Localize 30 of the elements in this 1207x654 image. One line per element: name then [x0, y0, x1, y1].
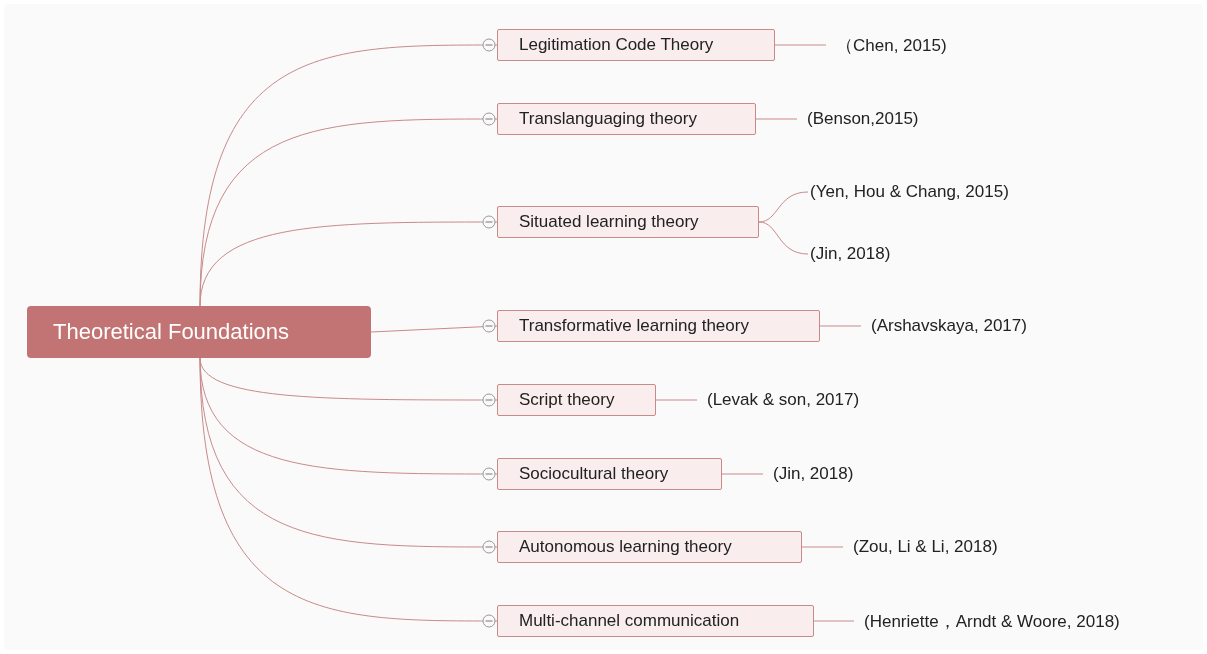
topic-box: Multi-channel communication [497, 605, 814, 637]
connector-line [758, 191, 809, 223]
citation-text: （Chen, 2015) [836, 33, 986, 57]
citation-text: (Jin, 2018) [810, 242, 920, 266]
connector-line [370, 325, 498, 333]
connector-line [199, 221, 498, 307]
central-topic-box: Theoretical Foundations [27, 306, 371, 358]
connector-line [655, 399, 698, 401]
connector-line [721, 473, 764, 475]
topic-box: Script theory [497, 384, 656, 416]
connector-line [813, 620, 855, 622]
citation-text: (Arshavskaya, 2017) [871, 314, 1061, 338]
citation-text: (Yen, Hou & Chang, 2015) [810, 180, 1050, 204]
connector-line [755, 118, 798, 120]
connector-line [801, 546, 844, 548]
topic-box: Legitimation Code Theory [497, 29, 775, 61]
topic-box: Autonomous learning theory [497, 531, 802, 563]
connector-line [758, 221, 809, 255]
citation-text: (Levak & son, 2017) [707, 388, 897, 412]
connector-line [819, 325, 862, 327]
topic-box: Translanguaging theory [497, 103, 756, 135]
connector-line [774, 44, 827, 46]
topic-box: Transformative learning theory [497, 310, 820, 342]
topic-box: Situated learning theory [497, 206, 759, 238]
topic-box: Sociocultural theory [497, 458, 722, 490]
citation-text: (Henriette，Arndt & Woore, 2018) [864, 609, 1164, 633]
citation-text: (Zou, Li & Li, 2018) [853, 535, 1033, 559]
citation-text: (Benson,2015) [807, 107, 947, 131]
connector-line [199, 357, 498, 622]
citation-text: (Jin, 2018) [773, 462, 883, 486]
